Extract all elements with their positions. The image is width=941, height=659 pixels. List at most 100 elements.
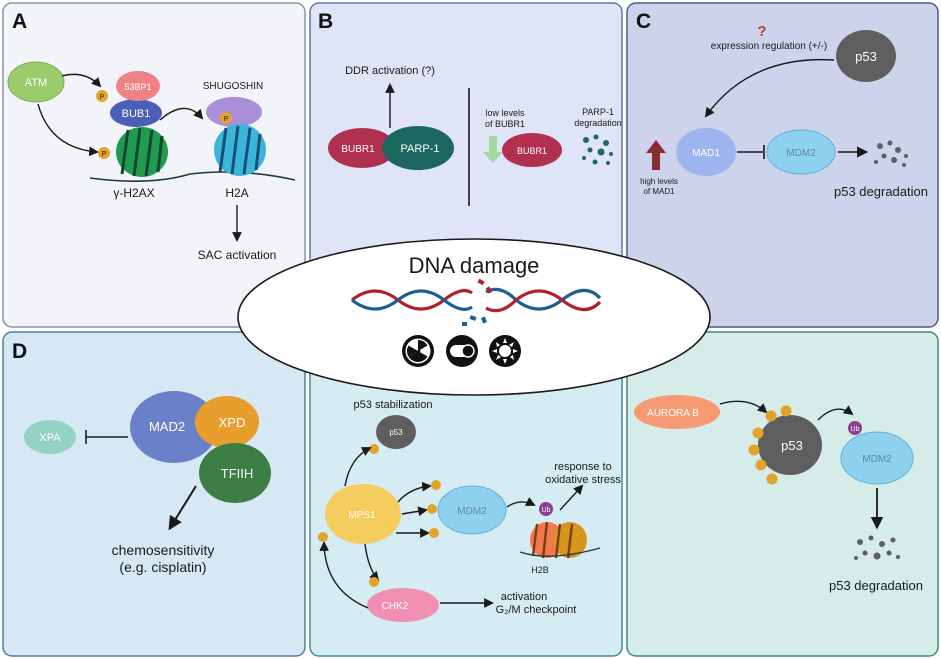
phospho-e5 [318, 532, 328, 542]
panel-c-content: ? expression regulation (+/-) p53 MAD1 h… [640, 23, 928, 199]
xpa-label: XPA [39, 432, 61, 444]
h2b-label: H2B [531, 565, 549, 575]
pill-icon [446, 335, 478, 367]
p53-protein-c [836, 30, 896, 82]
low-levels-label-1: low levels [485, 108, 525, 118]
panel-letter-c: C [636, 10, 651, 33]
h2a-histone [214, 124, 266, 176]
p53-degradation-label-c: p53 degradation [834, 184, 928, 199]
chk2-label: CHK2 [382, 601, 409, 612]
mps1-label: MPS1 [348, 510, 376, 521]
mps1-to-mdm2-arrow-1 [397, 481, 432, 503]
bubr1-low-label: BUBR1 [517, 146, 547, 156]
radiation-icon [402, 335, 434, 367]
dna-damage-title: DNA damage [409, 253, 540, 278]
panel-f-content: AURORA B p53 Ub MDM2 p53 degradation [634, 395, 923, 593]
question-mark: ? [757, 23, 766, 40]
high-levels-label-2: of MAD1 [643, 187, 675, 196]
mdm2-label-c: MDM2 [786, 148, 816, 159]
panel-a-content: ATM BUB1 53BP1 P P SHUGOSHIN P γ-H2AX H2… [7, 61, 296, 262]
bub1-label: BUB1 [122, 108, 151, 120]
bub1-to-h2a-arrow [159, 107, 204, 121]
p53-to-mad1-arrow [704, 58, 835, 118]
ub-label-f: Ub [851, 426, 860, 433]
complex-to-chemo-arrow [168, 485, 197, 531]
p53-protein-e [376, 415, 416, 449]
p53-label-c: p53 [855, 49, 877, 64]
phospho-a3 [220, 112, 232, 124]
mdm2-protein-c [766, 129, 836, 175]
h2ax-label: γ-H2AX [113, 186, 154, 200]
chk2-to-mps1-arrow [319, 541, 369, 609]
p53-to-mdm2-arrow-f [817, 405, 854, 421]
ddr-activation-label: DDR activation (?) [345, 65, 435, 77]
mad1-protein [676, 128, 736, 176]
phospho-e1 [431, 480, 441, 490]
h2ax-histone [116, 127, 168, 177]
p53-stabilization-label: p53 stabilization [354, 399, 433, 411]
high-levels-arrow-icon [646, 140, 666, 170]
activation-label-1: activation [501, 591, 547, 603]
dna-strand-a [89, 171, 296, 182]
dna-helix-icon [351, 287, 602, 313]
expression-regulation-label: expression regulation (+/-) [711, 41, 827, 52]
p53-fragments-icon-f [854, 535, 900, 560]
atm-to-bub1-arrow [61, 73, 102, 88]
tfiih-label: TFIIH [221, 466, 254, 481]
ubiquitin-e [539, 502, 553, 516]
chemosensitivity-label: chemosensitivity [112, 542, 215, 558]
activation-label-2: G₂/M checkpoint [496, 604, 577, 616]
phospho-e3 [429, 528, 439, 538]
bubr1-low-protein [502, 133, 562, 167]
mad2-label: MAD2 [149, 419, 185, 434]
xpa-protein [24, 420, 76, 454]
aurora-b-label: AURORA B [647, 408, 699, 419]
phospho-e2 [427, 504, 437, 514]
p53-degradation-label-f: p53 degradation [829, 578, 923, 593]
phospho-group-f [748, 405, 792, 485]
aurora-to-p53-arrow [719, 400, 768, 414]
phospho-a1 [96, 90, 108, 102]
chk2-protein [367, 588, 439, 622]
phospho-e4 [369, 577, 379, 587]
tfiih-protein [199, 443, 271, 503]
mdm2-protein-f [840, 431, 914, 485]
high-levels-label-1: high levels [640, 177, 678, 186]
parp1-fragments-icon [582, 134, 613, 165]
panel-b-content: DDR activation (?) BUBR1 PARP-1 low leve… [328, 65, 622, 206]
parp1-protein [382, 126, 454, 170]
phospho-e0 [369, 444, 379, 454]
atm-protein [7, 61, 65, 103]
p53-fragments-icon-c [874, 140, 908, 167]
mad1-label: MAD1 [692, 148, 720, 159]
mdm2-to-h2b-arrow [506, 497, 536, 508]
panel-f [626, 331, 939, 657]
dna-break-fragments-icon [462, 278, 493, 326]
mps1-to-mdm2-arrow-2 [401, 506, 428, 517]
ubiquitin-f [848, 421, 862, 435]
mps1-to-p53-arrow [344, 447, 372, 487]
xpd-label: XPD [219, 415, 246, 430]
response-label-2: oxidative stress [545, 474, 621, 486]
parp1-degradation-label-1: PARP-1 [582, 107, 614, 117]
phospho-a3-label: P [224, 116, 229, 123]
atm-to-h2ax-arrow [37, 103, 99, 157]
p53bp1-label: 53BP1 [124, 82, 151, 92]
mdm2-label-f: MDM2 [862, 454, 892, 465]
mad2-protein [130, 391, 218, 463]
parp1-label: PARP-1 [401, 143, 440, 155]
p53-protein-f [758, 415, 822, 475]
low-levels-arrow-icon [483, 136, 503, 163]
bubr1-protein [328, 128, 396, 168]
p53bp1-protein [116, 71, 160, 101]
panel-letter-a: A [12, 10, 27, 33]
phospho-a1-label: P [100, 94, 105, 101]
phospho-a2 [98, 147, 110, 159]
parp1-degradation-label-2: degradation [574, 118, 622, 128]
panel-e-content: p53 stabilization p53 MPS1 MDM2 Ub respo… [318, 399, 621, 622]
mdm2-protein-e [437, 485, 507, 535]
center-dna-damage: DNA damage [237, 238, 711, 396]
low-levels-label-2: of BUBR1 [485, 119, 525, 129]
ub-label-e: Ub [542, 507, 551, 514]
